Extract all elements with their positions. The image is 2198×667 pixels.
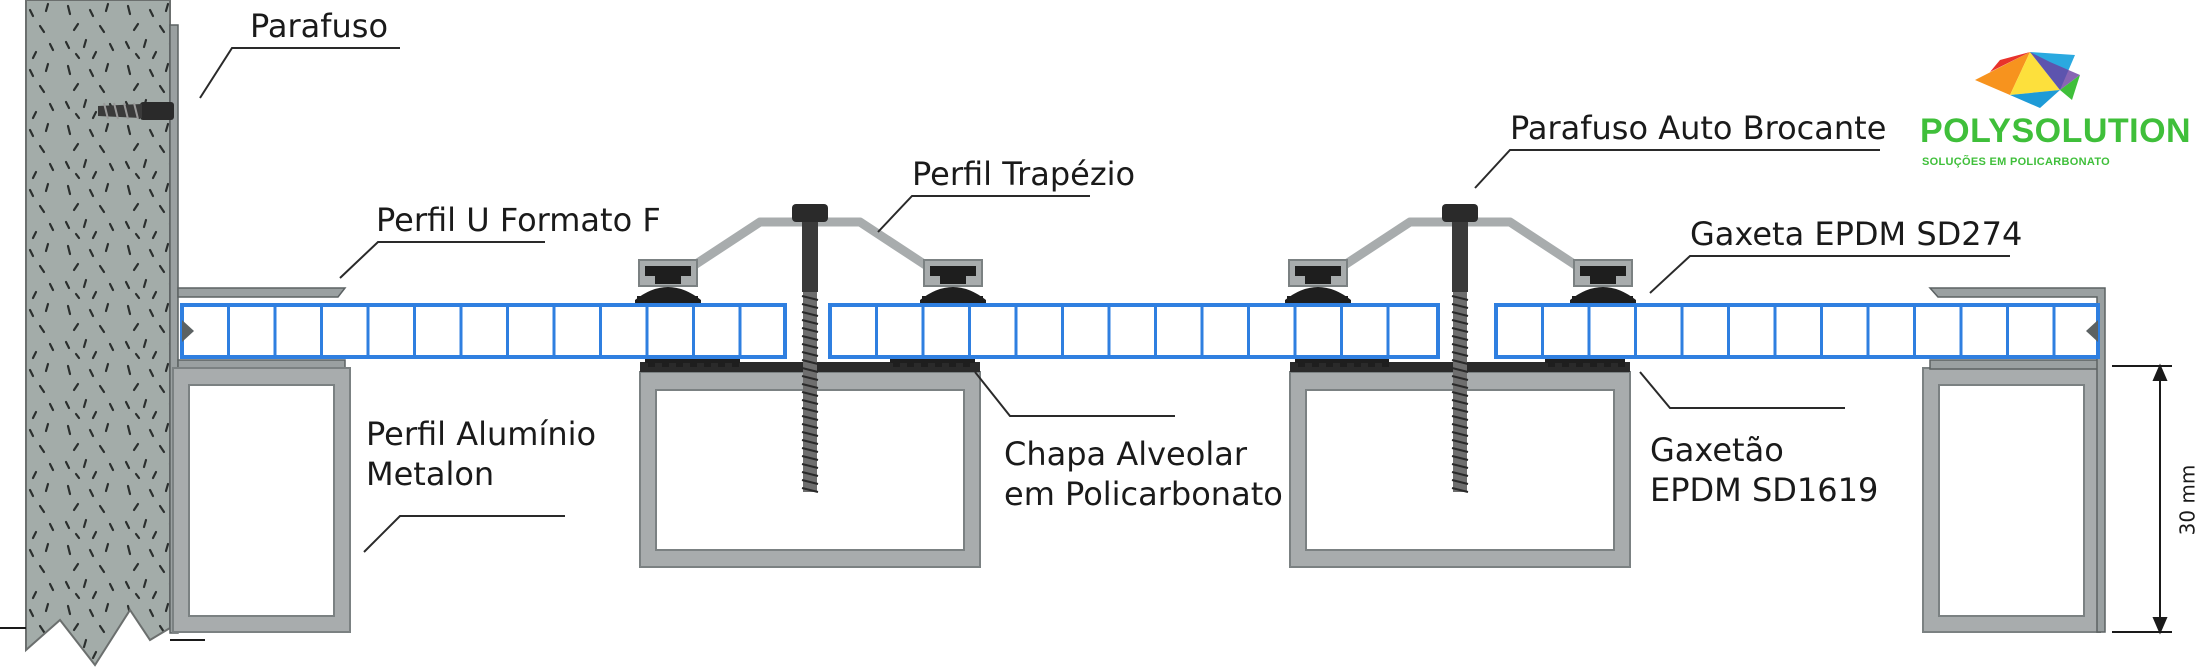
right-end-profile — [1928, 287, 2106, 633]
gasket-comb — [645, 357, 740, 367]
label-perfil-trapezio: Perfil Trapézio — [912, 155, 1136, 193]
label-perfil-aluminio: Perfil Alumínio Metalon — [366, 414, 596, 494]
label-gaxeta: Gaxeta EPDM SD274 — [1690, 215, 2023, 253]
label-chapa-line1: Chapa Alveolar — [1004, 435, 1247, 473]
trapezoid-profiles — [687, 217, 1583, 272]
gasket-clip — [635, 259, 701, 306]
screw-thread — [1451, 292, 1469, 493]
epdm-gaskets-top — [635, 259, 1636, 306]
gasket-comb — [1295, 357, 1389, 367]
label-gaxetao-line1: Gaxetão — [1650, 431, 1784, 469]
gasket-clip — [1570, 259, 1636, 306]
gasket-clip — [1285, 259, 1351, 306]
panel-stop-right — [2086, 320, 2098, 342]
polycarbonate-panels — [180, 303, 2100, 359]
label-perfil-aluminio-line2: Metalon — [366, 455, 495, 493]
screw-shank — [802, 222, 818, 292]
leader-lines — [199, 47, 2010, 553]
gasket-comb — [1545, 357, 1625, 367]
polycarbonate-panel — [180, 303, 787, 359]
screw-head — [792, 204, 828, 222]
logo-tagline: SOLUÇÕES EM POLICARBONATO — [1922, 156, 2110, 168]
polycarbonate-panel — [828, 303, 1440, 359]
polysolution-logo-mark — [1975, 52, 2080, 108]
epdm-gaskets-bottom — [645, 357, 1625, 367]
gasket-clip — [920, 259, 986, 306]
self-drilling-screws — [792, 204, 1478, 493]
label-perfil-u-formato-f: Perfil U Formato F — [376, 201, 661, 239]
gasket-comb — [890, 357, 975, 367]
dimension-30mm — [2112, 363, 2172, 635]
label-parafuso: Parafuso — [250, 7, 389, 45]
label-chapa-alveolar: Chapa Alveolar em Policarbonato — [1004, 434, 1283, 514]
logo-name: POLYSOLUTION — [1920, 112, 2192, 150]
dimension-label: 30 mm — [2175, 464, 2198, 536]
screw-head — [1442, 204, 1478, 222]
screw-shank — [1452, 222, 1468, 292]
wall-screw — [98, 102, 174, 120]
label-chapa-line2: em Policarbonato — [1004, 475, 1283, 513]
label-gaxetao-line2: EPDM SD1619 — [1650, 471, 1879, 509]
label-parafuso-auto-brocante: Parafuso Auto Brocante — [1510, 109, 1887, 147]
panel-stop-left — [182, 320, 194, 342]
polycarbonate-panel — [1494, 303, 2100, 359]
label-gaxetao: Gaxetão EPDM SD1619 — [1650, 430, 1878, 510]
screw-thread — [801, 292, 819, 493]
concrete-wall — [25, 0, 171, 667]
label-perfil-aluminio-line1: Perfil Alumínio — [366, 415, 597, 453]
